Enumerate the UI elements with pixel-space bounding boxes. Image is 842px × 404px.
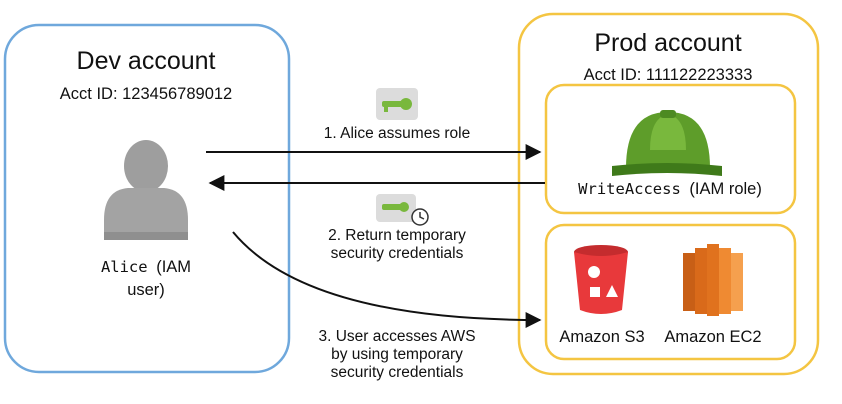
user-suffix-label: (IAM	[156, 258, 191, 276]
hard-hat-icon	[612, 110, 722, 176]
dev-account-id: Acct ID: 123456789012	[60, 85, 232, 103]
role-code-label: WriteAccess	[578, 180, 681, 198]
s3-bucket-icon	[574, 245, 628, 314]
dev-account-panel: Dev account Acct ID: 123456789012 Alice …	[3, 23, 291, 374]
temporary-key-icon	[376, 194, 429, 226]
dev-account-title: Dev account	[77, 47, 216, 75]
step-3: 3. User accesses AWS by using temporary …	[232, 231, 542, 381]
role-suffix-label: (IAM role)	[689, 180, 761, 198]
key-icon	[376, 88, 418, 120]
user-code-label: Alice	[101, 258, 148, 276]
prod-account-panel: Prod account Acct ID: 111122223333 Write…	[517, 12, 820, 376]
user-silhouette-icon	[104, 140, 188, 240]
step-2: 2. Return temporary security credentials	[208, 175, 545, 262]
step-3-label-line2: by using temporary	[331, 346, 463, 363]
user-label-line2: user)	[127, 281, 165, 299]
step-1: 1. Alice assumes role	[206, 88, 542, 160]
step-3-label-line3: security credentials	[331, 364, 464, 381]
ec2-icon	[683, 244, 743, 316]
role-label: WriteAccess (IAM role)	[578, 180, 762, 198]
services-box: Amazon S3 Amazon EC2	[544, 223, 797, 361]
step-3-label-line1: 3. User accesses AWS	[318, 328, 475, 345]
user-label-line1: Alice (IAM	[101, 258, 191, 276]
step-1-label: 1. Alice assumes role	[324, 125, 470, 142]
prod-account-title: Prod account	[594, 29, 741, 57]
s3-label: Amazon S3	[559, 328, 644, 346]
step-3-arrow	[232, 231, 542, 328]
prod-account-id: Acct ID: 111122223333	[584, 66, 753, 84]
step-2-label-line2: security credentials	[331, 245, 464, 262]
role-box: WriteAccess (IAM role)	[544, 83, 797, 215]
step-2-label-line1: 2. Return temporary	[328, 227, 466, 244]
ec2-label: Amazon EC2	[664, 328, 761, 346]
